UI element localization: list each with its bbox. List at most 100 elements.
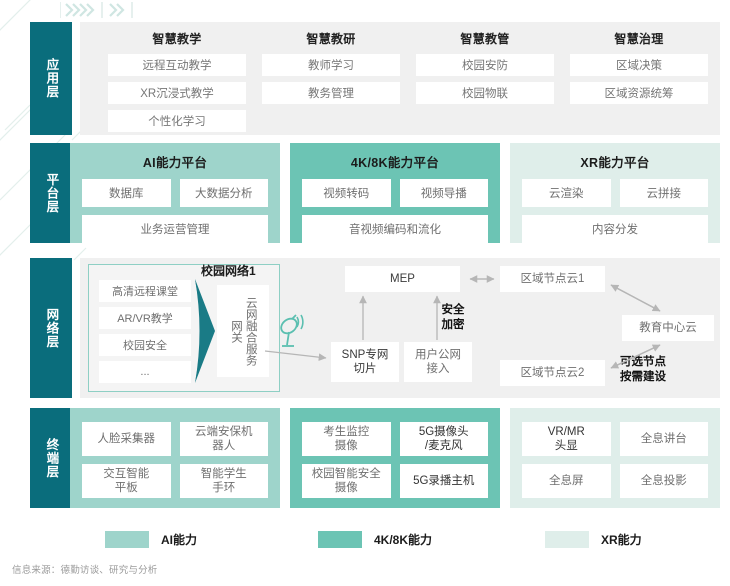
terminal-row: 交互智能平板 智能学生手环 bbox=[70, 464, 280, 498]
network-node-label: 用户公网接入 bbox=[415, 348, 461, 375]
network-node-education-center-cloud[interactable]: 教育中心云 bbox=[622, 315, 714, 341]
campus-service-list: 高清远程课堂 AR/VR教学 校园安全 ... bbox=[99, 280, 191, 388]
network-node-label: MEP bbox=[390, 272, 415, 285]
legend-item-ai: AI能力 bbox=[105, 531, 197, 548]
application-column-title: 智慧教研 bbox=[306, 32, 356, 46]
terminal-cell[interactable]: 全息讲台 bbox=[619, 422, 708, 456]
platform-cell-wide[interactable]: 内容分发 bbox=[522, 215, 708, 243]
source-footer: 信息来源：德勤访谈、研究与分析 bbox=[12, 565, 158, 576]
platform-group-4k8k: 4K/8K能力平台 视频转码 视频导播 音视频编码和流化 bbox=[290, 143, 500, 243]
legend-label-xr: XR能力 bbox=[601, 533, 642, 547]
layer-label-platform: 平台层 bbox=[30, 143, 72, 243]
platform-pair-row: 视频转码 视频导播 bbox=[290, 179, 500, 215]
platform-cell[interactable]: 大数据分析 bbox=[179, 179, 268, 207]
platform-pair-row: 云渲染 云拼接 bbox=[510, 179, 720, 215]
terminal-cell[interactable]: 全息投影 bbox=[619, 464, 708, 498]
legend-item-4k8k: 4K/8K能力 bbox=[318, 531, 432, 548]
terminal-cell[interactable]: 智能学生手环 bbox=[179, 464, 268, 498]
application-column-3: 智慧治理 区域决策 区域资源统筹 bbox=[570, 22, 708, 110]
terminal-layer-panel: 人脸采集器 云端安保机器人 交互智能平板 智能学生手环 考生监控摄像 5G摄像头… bbox=[70, 408, 720, 508]
application-card[interactable]: 远程互动教学 bbox=[108, 54, 246, 76]
gateway-label: 云网融合服务网关 bbox=[230, 296, 257, 366]
application-card[interactable]: XR沉浸式教学 bbox=[108, 82, 246, 104]
network-node-snp[interactable]: SNP专网切片 bbox=[331, 342, 399, 382]
application-card[interactable]: 校园安防 bbox=[416, 54, 554, 76]
network-node-label: 区域节点云1 bbox=[520, 272, 585, 285]
decorative-chevrons bbox=[59, 2, 180, 18]
gateway-arrow-icon bbox=[195, 277, 217, 385]
platform-cell[interactable]: 数据库 bbox=[82, 179, 171, 207]
platform-cell[interactable]: 视频转码 bbox=[302, 179, 391, 207]
platform-group-title: 4K/8K能力平台 bbox=[350, 156, 440, 170]
platform-group-title: XR能力平台 bbox=[580, 156, 650, 170]
application-card[interactable]: 个性化学习 bbox=[108, 110, 246, 132]
terminal-cell[interactable]: 全息屏 bbox=[522, 464, 611, 498]
campus-service-item[interactable]: 高清远程课堂 bbox=[99, 280, 191, 302]
campus-service-item[interactable]: ... bbox=[99, 361, 191, 383]
platform-cell-wide[interactable]: 业务运营管理 bbox=[82, 215, 268, 243]
legend-label-ai: AI能力 bbox=[161, 533, 198, 547]
legend-item-xr: XR能力 bbox=[545, 531, 642, 548]
terminal-row: 校园智能安全摄像 5G录播主机 bbox=[290, 464, 500, 498]
terminal-cell[interactable]: 云端安保机器人 bbox=[179, 422, 268, 456]
terminal-cell[interactable]: 交互智能平板 bbox=[82, 464, 171, 498]
terminal-group-ai: 人脸采集器 云端安保机器人 交互智能平板 智能学生手环 bbox=[70, 408, 280, 508]
layer-label-terminal: 终端层 bbox=[30, 408, 72, 508]
terminal-cell[interactable]: 校园智能安全摄像 bbox=[302, 464, 391, 498]
platform-cell[interactable]: 云渲染 bbox=[522, 179, 611, 207]
network-node-label: SNP专网切片 bbox=[341, 348, 389, 375]
application-column-title: 智慧教学 bbox=[152, 32, 202, 46]
platform-group-ai: AI能力平台 数据库 大数据分析 业务运营管理 bbox=[70, 143, 280, 243]
terminal-cell[interactable]: 考生监控摄像 bbox=[302, 422, 391, 456]
campus-service-item[interactable]: AR/VR教学 bbox=[99, 307, 191, 329]
application-column-1: 智慧教研 教师学习 教务管理 bbox=[262, 22, 400, 110]
terminal-cell[interactable]: 5G摄像头/麦克风 bbox=[399, 422, 488, 456]
platform-group-xr: XR能力平台 云渲染 云拼接 内容分发 bbox=[510, 143, 720, 243]
application-card[interactable]: 区域决策 bbox=[570, 54, 708, 76]
layer-label-network: 网络层 bbox=[30, 258, 72, 398]
application-card[interactable]: 教务管理 bbox=[262, 82, 400, 104]
network-node-public-access[interactable]: 用户公网接入 bbox=[404, 342, 472, 382]
application-column-title: 智慧教管 bbox=[460, 32, 510, 46]
legend-swatch-ai bbox=[105, 531, 149, 548]
platform-pair-row: 数据库 大数据分析 bbox=[70, 179, 280, 215]
terminal-row: 人脸采集器 云端安保机器人 bbox=[70, 408, 280, 464]
terminal-cell[interactable]: 5G录播主机 bbox=[399, 464, 488, 498]
network-node-mep[interactable]: MEP bbox=[345, 266, 460, 292]
satellite-dish-icon bbox=[278, 313, 308, 349]
legend-swatch-4k8k bbox=[318, 531, 362, 548]
platform-cell[interactable]: 视频导播 bbox=[399, 179, 488, 207]
application-column-title: 智慧治理 bbox=[614, 32, 664, 46]
layer-label-application: 应用层 bbox=[30, 22, 72, 135]
application-column-2: 智慧教管 校园安防 校园物联 bbox=[416, 22, 554, 110]
application-card[interactable]: 教师学习 bbox=[262, 54, 400, 76]
platform-cell[interactable]: 云拼接 bbox=[619, 179, 708, 207]
campus-network-box: 校园网络1 高清远程课堂 AR/VR教学 校园安全 ... 云网融合服务网关 bbox=[88, 264, 280, 392]
terminal-row: 全息屏 全息投影 bbox=[510, 464, 720, 498]
campus-service-item[interactable]: 校园安全 bbox=[99, 334, 191, 356]
application-column-0: 智慧教学 远程互动教学 XR沉浸式教学 个性化学习 bbox=[108, 22, 246, 138]
terminal-cell[interactable]: 人脸采集器 bbox=[82, 422, 171, 456]
network-node-region-cloud-2[interactable]: 区域节点云2 bbox=[500, 360, 605, 386]
platform-layer-panel: AI能力平台 数据库 大数据分析 业务运营管理 4K/8K能力平台 视频转码 视… bbox=[70, 143, 720, 243]
network-node-label: 教育中心云 bbox=[639, 321, 697, 334]
application-layer-panel: 智慧教学 远程互动教学 XR沉浸式教学 个性化学习 智慧教研 教师学习 教务管理… bbox=[80, 22, 720, 135]
terminal-row: 考生监控摄像 5G摄像头/麦克风 bbox=[290, 408, 500, 464]
cloud-network-gateway[interactable]: 云网融合服务网关 bbox=[217, 285, 269, 377]
legend-swatch-xr bbox=[545, 531, 589, 548]
platform-cell-wide[interactable]: 音视频编码和流化 bbox=[302, 215, 488, 243]
application-card[interactable]: 区域资源统筹 bbox=[570, 82, 708, 104]
optional-node-annotation: 可选节点按需建设 bbox=[620, 356, 666, 383]
security-encryption-annotation: 安全加密 bbox=[441, 304, 465, 331]
legend-label-4k8k: 4K/8K能力 bbox=[374, 533, 433, 547]
network-node-label: 区域节点云2 bbox=[520, 366, 585, 379]
campus-network-title: 校园网络1 bbox=[201, 264, 256, 278]
terminal-group-4k8k: 考生监控摄像 5G摄像头/麦克风 校园智能安全摄像 5G录播主机 bbox=[290, 408, 500, 508]
application-card[interactable]: 校园物联 bbox=[416, 82, 554, 104]
chevron-group-icon bbox=[59, 2, 133, 18]
network-node-region-cloud-1[interactable]: 区域节点云1 bbox=[500, 266, 605, 292]
